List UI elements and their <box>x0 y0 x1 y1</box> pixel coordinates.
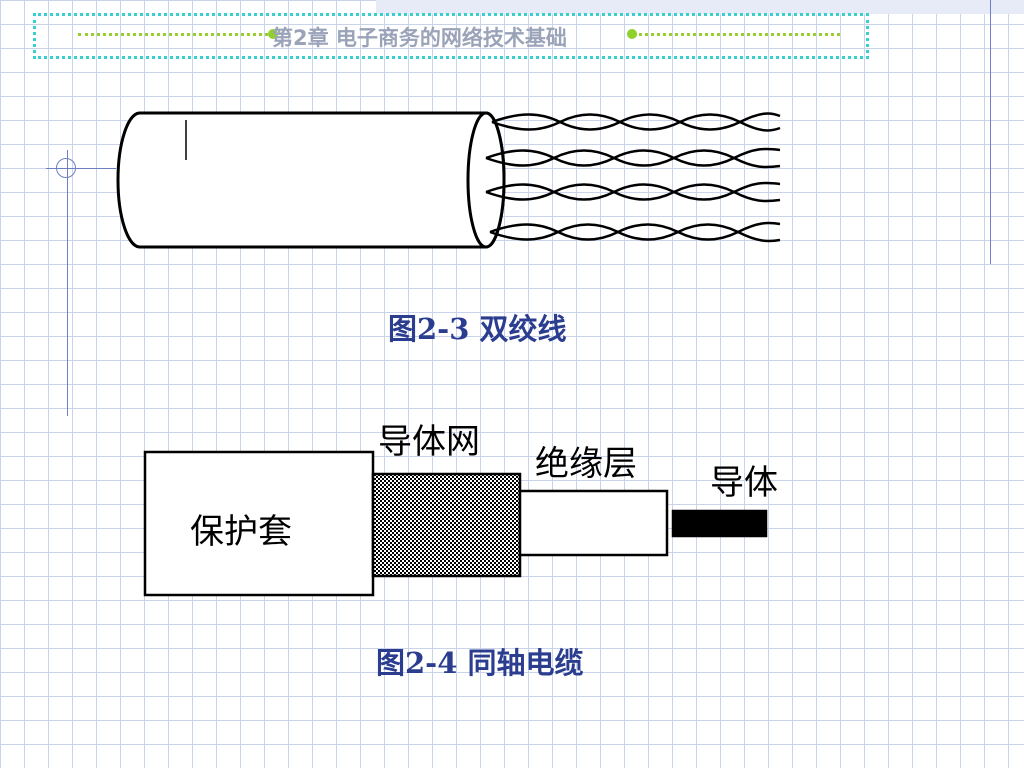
left-horizontal-rule <box>46 168 116 169</box>
coax-label-conductor: 导体 <box>710 463 778 503</box>
wire-pair-4-b <box>489 223 781 243</box>
coax-label-insulation: 绝缘层 <box>535 444 637 484</box>
wire-pair-1-b <box>491 113 781 132</box>
twisted-pair-cable <box>116 111 506 249</box>
header-title: 第2章 电子商务的网络技术基础 <box>272 26 567 50</box>
top-right-shade <box>376 0 1024 14</box>
right-vertical-rule <box>990 0 991 264</box>
coax-shield-mesh <box>371 472 522 578</box>
coax-label-shield: 导体网 <box>378 422 480 462</box>
crosshair-icon <box>56 158 76 178</box>
coax-label-jacket: 保护套 <box>190 512 292 552</box>
twisted-pair-end <box>466 111 506 249</box>
left-vertical-rule <box>67 150 68 416</box>
coax-conductor <box>671 509 768 538</box>
twisted-pair-wires <box>485 112 781 243</box>
header-dots-left <box>78 33 268 36</box>
header-bullet-left <box>268 29 278 39</box>
wire-pair-3-b <box>485 183 781 203</box>
header-bullet-right <box>627 29 637 39</box>
wire-pair-3-a <box>485 181 781 201</box>
twisted-pair-caption: 图2-3 双绞线 <box>388 312 567 346</box>
wire-pair-2-b <box>485 149 781 169</box>
wire-pair-2-a <box>485 147 781 167</box>
coax-caption: 图2-4 同轴电缆 <box>376 646 584 680</box>
header-dots-right <box>634 33 840 36</box>
coax-insulation <box>518 489 669 557</box>
header-frame <box>33 13 869 59</box>
coax-cable <box>143 450 768 597</box>
twisted-pair-jacket <box>116 111 506 249</box>
coax-jacket <box>143 450 375 597</box>
